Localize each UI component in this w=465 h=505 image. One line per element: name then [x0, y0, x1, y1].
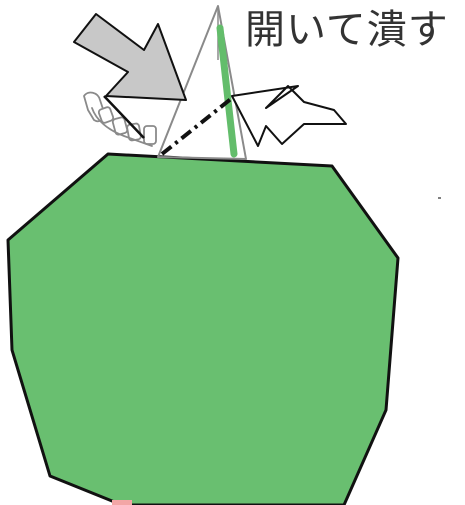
instruction-label: 開いて潰す	[245, 4, 449, 56]
paper-edge-detail	[112, 500, 132, 505]
fold-dashdot-line	[162, 98, 232, 154]
paper-body	[8, 154, 398, 505]
flap-green-crease	[220, 28, 234, 154]
gray-push-arrow-icon	[74, 14, 186, 100]
white-open-arrow-icon	[232, 86, 346, 146]
fingers-icon	[84, 93, 156, 146]
